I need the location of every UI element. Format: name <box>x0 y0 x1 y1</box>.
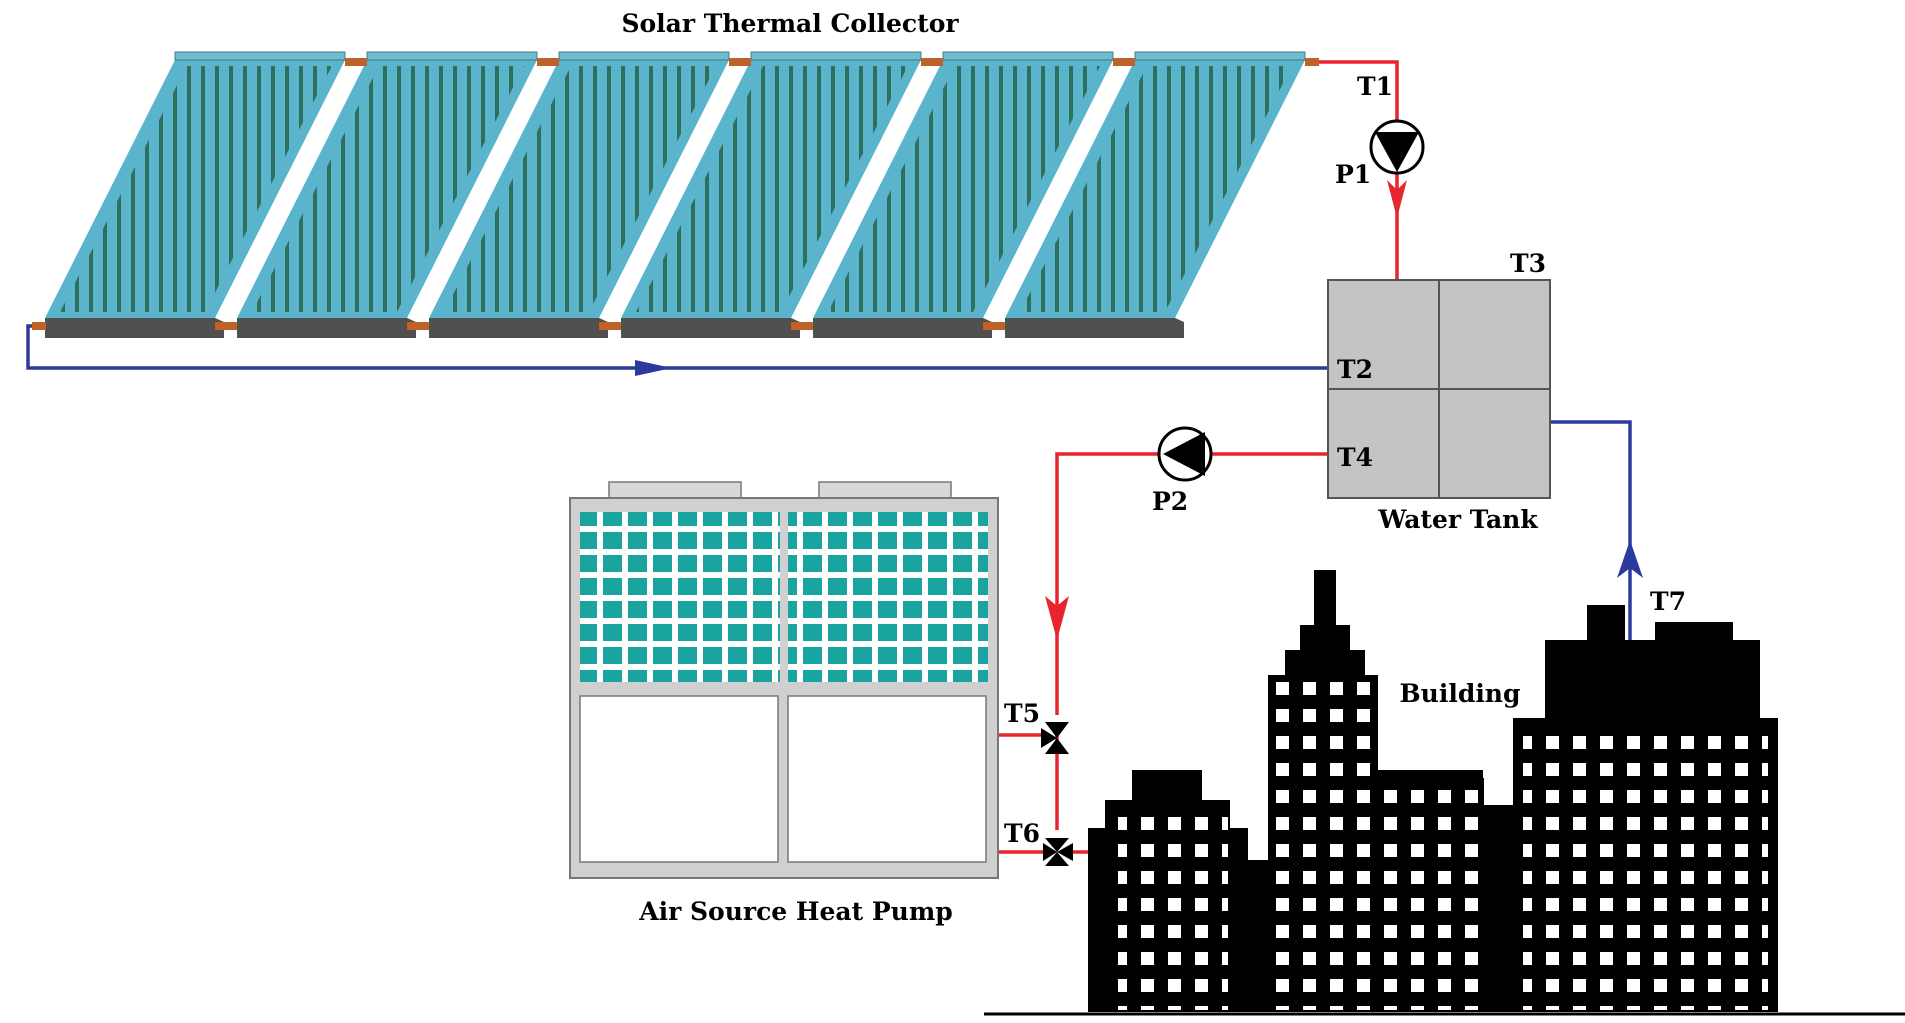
building-left <box>1088 770 1280 1012</box>
pump-p1-icon <box>1375 132 1419 172</box>
collector-panel-1 <box>45 51 346 338</box>
building-label: Building <box>1400 679 1521 708</box>
collector-panel-6 <box>1005 51 1306 338</box>
flow-arrow-down-icon <box>1045 596 1069 640</box>
t5-label: T5 <box>1004 699 1040 728</box>
pump-p2 <box>1157 426 1213 482</box>
p2-label: P2 <box>1152 487 1188 516</box>
building-right <box>1513 605 1778 1012</box>
t1-label: T1 <box>1357 72 1393 101</box>
solar-collector-array <box>32 51 1319 338</box>
air-source-heat-pump <box>569 481 999 879</box>
t3-label: T3 <box>1510 249 1546 278</box>
building-silhouette <box>984 570 1905 1016</box>
building-middle <box>1268 570 1513 1012</box>
labels: Solar Thermal Collector T1 P1 T3 T2 T4 P… <box>621 9 1686 926</box>
t2-label: T2 <box>1337 355 1373 384</box>
collector-panel-2 <box>237 51 538 338</box>
valve-t5 <box>1041 722 1069 754</box>
t6-label: T6 <box>1004 819 1040 848</box>
t4-label: T4 <box>1337 443 1373 472</box>
heat-pump-label: Air Source Heat Pump <box>638 897 953 926</box>
collector-panel-3 <box>429 51 730 338</box>
valve-t6 <box>1043 838 1073 866</box>
collector-panel-4 <box>621 51 922 338</box>
p1-label: P1 <box>1335 160 1371 189</box>
tank-to-heat-pump-pipe <box>999 452 1330 854</box>
collector-panel-5 <box>813 51 1114 338</box>
collector-return-pipe <box>26 324 1335 376</box>
collector-joints <box>32 58 1319 330</box>
collector-supply-pipe <box>1319 60 1407 280</box>
flow-arrow-down-icon <box>1387 180 1407 218</box>
building-return-pipe <box>1548 420 1643 640</box>
flow-arrow-up-icon <box>1617 540 1643 578</box>
pump-p2-icon <box>1163 432 1205 476</box>
t7-label: T7 <box>1650 587 1686 616</box>
collector-label: Solar Thermal Collector <box>621 9 959 38</box>
water-tank-label: Water Tank <box>1377 505 1538 534</box>
flow-arrow-right-icon <box>635 360 672 376</box>
water-tank <box>1327 279 1551 499</box>
pump-p1 <box>1369 119 1425 175</box>
